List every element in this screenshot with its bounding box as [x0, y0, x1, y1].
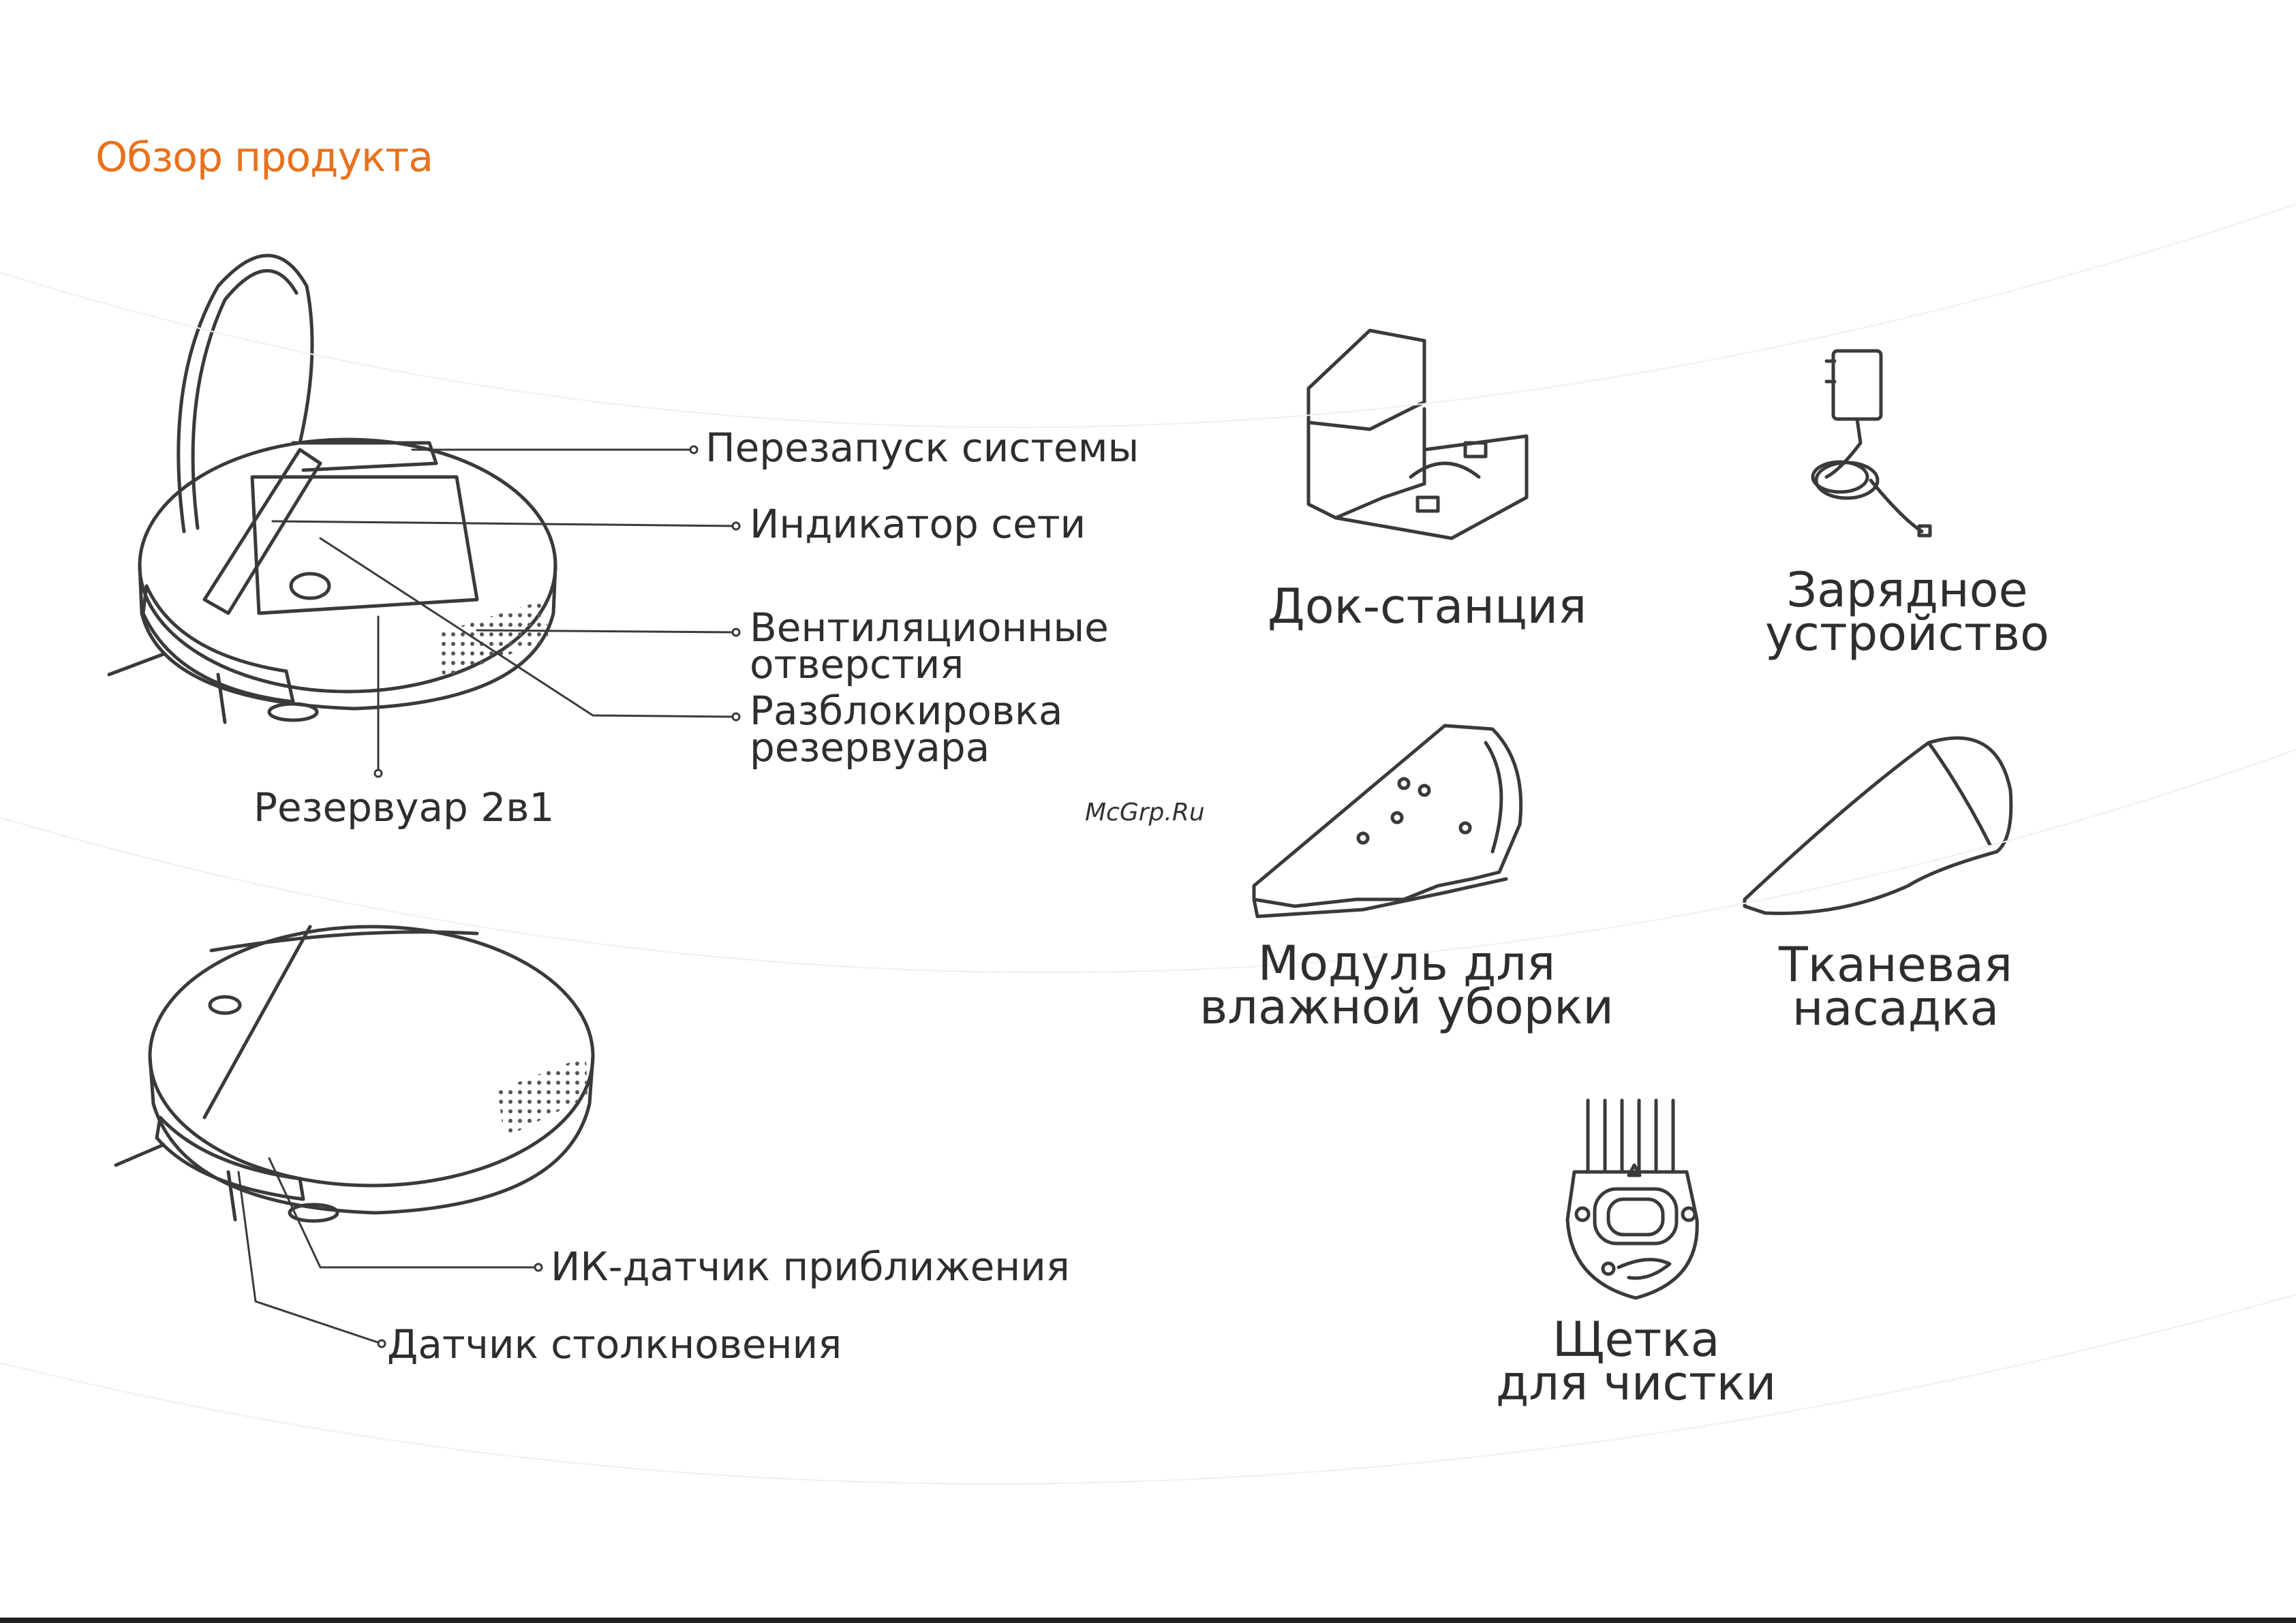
- charger-illustration: [1813, 351, 1930, 536]
- label-ir-proximity-sensor: ИК-датчик приближения: [551, 1247, 1070, 1286]
- robot-closed-illustration: [116, 927, 593, 1221]
- robot-open-lid-illustration: [109, 256, 555, 722]
- label-tank-unlock-line2: резервуара: [750, 729, 1062, 766]
- dock-illustration: [1308, 330, 1527, 538]
- label-network-indicator: Индикатор сети: [750, 504, 1086, 544]
- cleaning-brush-illustration: [1567, 1100, 1697, 1298]
- caption-cleaning-brush: Щетка для чистки: [1496, 1318, 1776, 1405]
- label-vents-line1: Вентиляционные: [750, 609, 1109, 646]
- label-system-reset: Перезапуск системы: [705, 428, 1139, 467]
- label-vents-line2: отверстия: [750, 646, 1109, 683]
- caption-charger: Зарядное устройство: [1765, 568, 2049, 655]
- watermark-text: McGrp.Ru: [1085, 799, 1205, 826]
- label-tank-unlock-line1: Разблокировка: [750, 692, 1062, 729]
- caption-cloth-pad-line2: насадка: [1779, 987, 2012, 1030]
- caption-mop-module: Модуль для влажной уборки: [1199, 942, 1614, 1029]
- cloth-pad-illustration: [1745, 738, 2011, 913]
- caption-charger-line2: устройство: [1765, 612, 2049, 655]
- label-2in1-tank: Резервуар 2в1: [254, 788, 554, 827]
- caption-cleaning-brush-line2: для чистки: [1496, 1361, 1776, 1405]
- caption-mop-module-line2: влажной уборки: [1199, 985, 1614, 1029]
- caption-dock: Док-станция: [1268, 585, 1587, 628]
- mop-module-illustration: [1254, 726, 1521, 916]
- label-tank-unlock: Разблокировка резервуара: [750, 692, 1062, 766]
- label-vents: Вентиляционные отверстия: [750, 609, 1109, 683]
- caption-cloth-pad: Тканевая насадка: [1779, 943, 2012, 1030]
- label-collision-sensor: Датчик столкновения: [387, 1325, 842, 1364]
- bottom-border: [0, 1618, 2296, 1623]
